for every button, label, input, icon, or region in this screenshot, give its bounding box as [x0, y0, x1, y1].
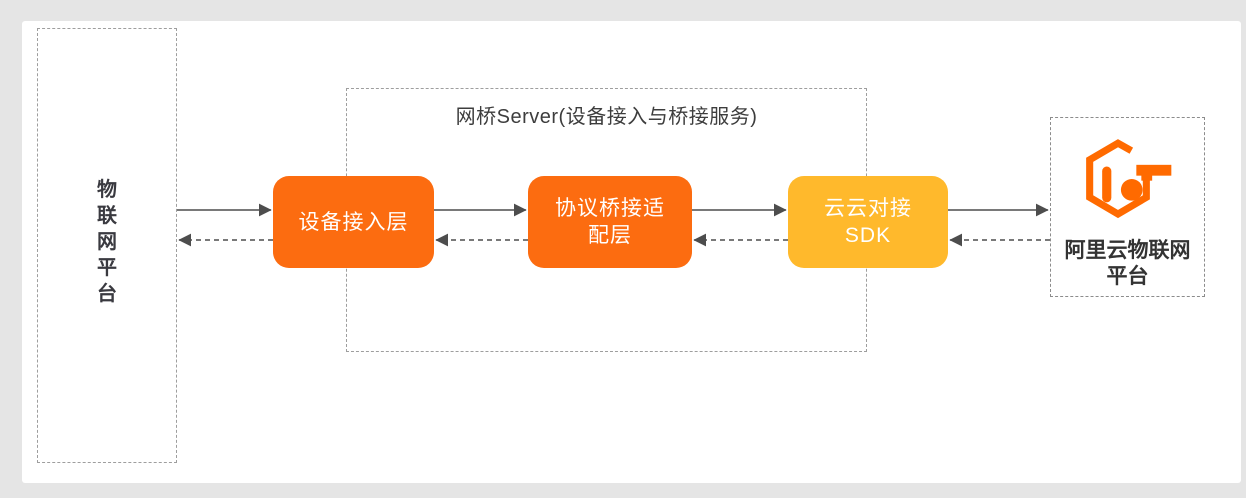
device-access-layer-label: 设备接入层 — [298, 210, 409, 234]
alibaba-cloud-iot-logo-icon — [1085, 139, 1171, 219]
aliyun-iot-platform-box: 阿里云物联网 平台 — [1050, 117, 1205, 297]
protocol-bridge-adapter-layer-label: 协议桥接适 配层 — [555, 197, 665, 247]
cloud-cloud-sdk-box: 云云对接 SDK — [788, 176, 948, 268]
architecture-diagram-card: 物 联 网 平 台 网桥Server(设备接入与桥接服务) 设备接入层 协议桥接… — [22, 21, 1241, 483]
device-access-layer-box: 设备接入层 — [273, 176, 434, 268]
iot-platform-label: 物 联 网 平 台 — [97, 178, 117, 305]
protocol-bridge-adapter-layer-box: 协议桥接适 配层 — [528, 176, 692, 268]
aliyun-iot-platform-label: 阿里云物联网 平台 — [1064, 239, 1191, 288]
bridge-server-title: 网桥Server(设备接入与桥接服务) — [455, 106, 758, 128]
cloud-cloud-sdk-label: 云云对接 SDK — [824, 197, 912, 247]
iot-platform-box: 物 联 网 平 台 — [37, 28, 177, 463]
